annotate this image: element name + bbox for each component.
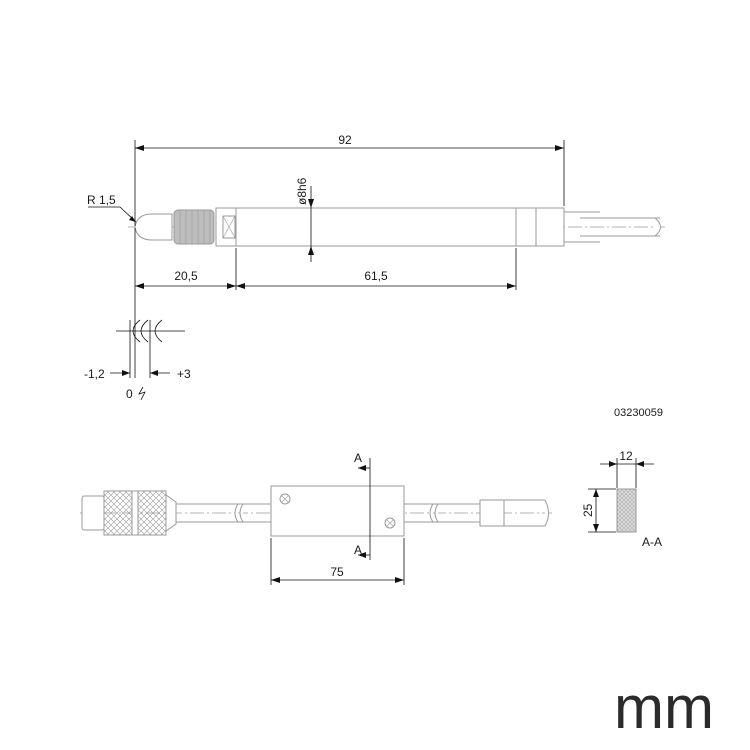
connector-plug [81,495,105,531]
lightning-icon [138,386,146,401]
module-box [270,485,405,537]
connector-knurl-2 [137,490,167,536]
probe-tip [134,213,173,241]
drawing-reference: 03230059 [614,407,663,419]
probe-bellows [173,209,215,245]
probe-collar-cross [222,215,236,239]
dim-overall-length: 92 [338,133,352,147]
section-profile [616,488,637,533]
dim-tip-radius: R 1,5 [87,193,116,207]
module-cable-left [176,503,245,523]
connector-knurl-1 [103,490,133,536]
module-end-sleeve [479,499,505,527]
module-cable-right [404,503,480,523]
dim-front-length: 20,5 [174,269,198,283]
unit-label: mm [614,674,714,741]
dim-section-width: 12 [619,449,633,463]
travel-arc-minus [132,319,141,343]
probe-drawing: 92 R 1,5 ø8h6 20,5 61,5 -1,2 +3 0 [84,133,665,401]
probe-cable [580,217,660,237]
dim-section-height: 25 [581,503,595,517]
section-view: 12 25 A-A [581,449,662,549]
tip-radius-leader [88,206,137,223]
section-label-top: A [354,451,362,465]
section-label-bottom: A [354,543,362,557]
connector-taper [165,494,177,532]
travel-plus: +3 [177,367,191,381]
travel-minus: -1,2 [84,367,105,381]
dim-body-length: 61,5 [364,269,388,283]
travel-arc-plus [154,319,163,343]
dim-module-length: 75 [330,565,344,579]
probe-body [235,207,517,247]
dim-diameter: ø8h6 [295,177,309,205]
module-drawing: A A 75 [80,451,552,585]
travel-arc-zero [140,319,149,343]
travel-zero: 0 [126,387,133,401]
section-name: A-A [642,535,662,549]
probe-sleeve [515,207,565,247]
